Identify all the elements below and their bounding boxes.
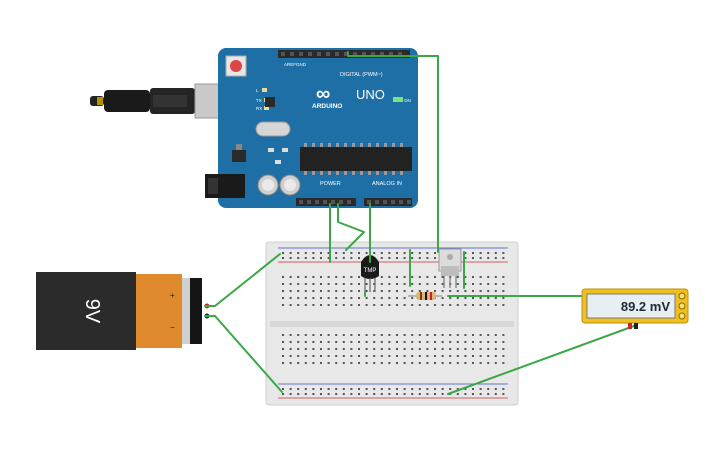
battery-minus-label: − (170, 323, 175, 332)
reset-button[interactable] (230, 60, 242, 72)
led-rx-label: RX (256, 106, 262, 111)
smd-part-3 (275, 160, 281, 164)
breadboard-holes (282, 252, 505, 395)
regulator-tab (236, 144, 242, 150)
atmega-chip (300, 147, 412, 171)
tmp-sensor-body (361, 255, 379, 279)
tmp-temperature-sensor[interactable]: TMP (361, 255, 379, 292)
wire-battery-positive[interactable] (204, 253, 281, 307)
multimeter-knob-3[interactable] (678, 312, 686, 320)
wire-to-multimeter-neg[interactable] (447, 325, 635, 395)
tmp-sensor-label: TMP (364, 268, 377, 274)
power-transistor[interactable] (438, 248, 462, 288)
multimeter-display (586, 293, 676, 319)
battery-body (36, 272, 136, 350)
battery-connector (190, 278, 202, 344)
digital-header-pins (281, 52, 402, 56)
multimeter-probe-black[interactable] (634, 323, 638, 329)
power-led (393, 97, 403, 102)
multimeter-reading: 89.2 mV (621, 299, 670, 314)
crystal-oscillator (255, 121, 291, 137)
smd-part-2 (282, 148, 288, 152)
voltage-regulator (232, 150, 246, 162)
arduino-brand: ARDUINO (312, 103, 342, 110)
multimeter-knob-2[interactable] (678, 302, 686, 310)
led-l (262, 88, 267, 92)
multimeter[interactable]: 89.2 mV (581, 288, 689, 329)
usb-chip (265, 97, 275, 107)
battery-contact-plate (182, 278, 192, 344)
multimeter-knob-1[interactable] (678, 292, 686, 300)
power-label: POWER (320, 181, 341, 187)
arduino-uno-board[interactable]: AREF GND DIGITAL (PWM~) L TX RX ∞ ARDUIN… (205, 48, 418, 208)
battery-label: 9V (81, 299, 103, 324)
usb-cable-body (104, 90, 150, 112)
battery-plus-label: + (170, 291, 175, 300)
led-rx (264, 106, 269, 110)
wire-battery-negative[interactable] (204, 315, 283, 393)
digital-label: DIGITAL (PWM~) (340, 72, 383, 78)
arduino-model: UNO (356, 87, 385, 102)
aref-label: AREF (284, 62, 296, 67)
resistor[interactable] (408, 292, 442, 300)
breadboard-channel (270, 321, 514, 327)
smd-part-1 (268, 148, 274, 152)
analog-label: ANALOG IN (372, 181, 402, 187)
usb-plug-ridge (153, 95, 187, 107)
atmega-chip-pins (304, 143, 403, 175)
arduino-logo-icon: ∞ (316, 83, 330, 105)
wire-digital[interactable] (347, 51, 439, 253)
battery-band (136, 274, 182, 348)
led-tx-label: TX (256, 98, 262, 103)
power-led-label: ON (404, 98, 411, 103)
wires (204, 51, 635, 395)
power-header-pins (299, 200, 351, 204)
led-l-label: L (256, 88, 259, 93)
usb-cable-end-cap (97, 97, 103, 105)
multimeter-probe-red[interactable] (628, 323, 632, 329)
analog-header-pins (367, 200, 411, 204)
wire-gnd[interactable] (337, 203, 365, 251)
battery-9v[interactable]: 9V + − (36, 272, 210, 350)
breadboard[interactable] (265, 241, 519, 406)
transistor-body (441, 266, 459, 276)
analog-header (364, 198, 412, 206)
gnd-label: GND (296, 62, 307, 67)
